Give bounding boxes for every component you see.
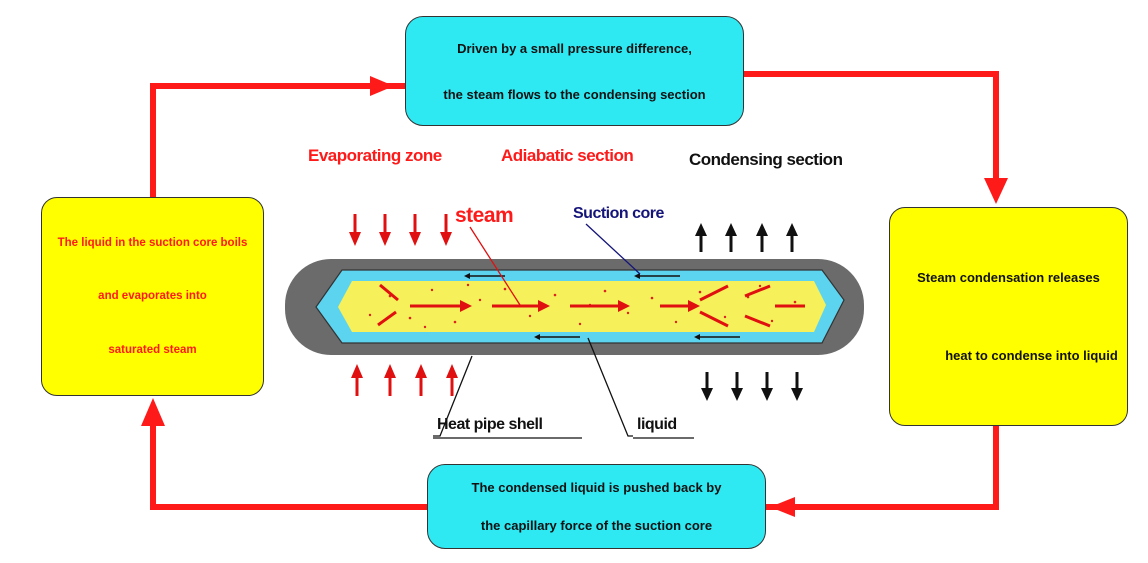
heat-output-arrows-bottom (701, 372, 803, 401)
adiabatic-section-label: Adiabatic section (501, 146, 634, 165)
evaporation-note: The liquid in the suction core boils and… (41, 197, 264, 396)
loop-bottom-left (150, 410, 427, 510)
heat-pipe (285, 259, 864, 355)
heat-output-arrows-top (695, 223, 798, 252)
condensation-line2: heat to condense into liquid (945, 348, 1118, 364)
heat-input-arrows-top (349, 214, 452, 246)
suction-core-leader (585, 223, 641, 275)
leader-lines (433, 223, 641, 437)
condensation-note: Steam condensation releases heat to cond… (889, 207, 1128, 426)
liquid-return-arrows (464, 273, 740, 340)
liquid-leader (587, 337, 633, 437)
steam-leader (469, 226, 521, 306)
shell-leader (433, 355, 473, 437)
heat-pipe-shell-label: Heat pipe shell (437, 416, 543, 433)
cycle-arrowheads (141, 76, 1008, 517)
evaporation-line3: saturated steam (108, 344, 197, 357)
evaporating-zone-label: Evaporating zone (308, 146, 442, 165)
vapor-flow-arrows (377, 283, 805, 328)
pressure-flow-line1: Driven by a small pressure difference, (457, 40, 692, 56)
pressure-flow-line2: the steam flows to the condensing sectio… (443, 86, 706, 102)
capillary-line2: the capillary force of the suction core (480, 517, 713, 533)
cycle-loop (150, 71, 999, 510)
arrowhead-right-icon (370, 76, 394, 96)
loop-top-left (150, 83, 405, 197)
arrowhead-left-icon (770, 497, 795, 517)
evaporation-line1: The liquid in the suction core boils (57, 236, 248, 249)
arrowhead-up-icon (141, 398, 165, 426)
loop-bottom-right (766, 426, 999, 510)
steam-label: steam (455, 204, 514, 227)
liquid-label: liquid (637, 416, 677, 433)
heat-input-arrows-bottom (351, 364, 458, 396)
arrowhead-down-icon (984, 178, 1008, 204)
capillary-return-note: The condensed liquid is pushed back by t… (427, 464, 766, 549)
suction-core-label: Suction core (573, 205, 664, 222)
loop-top-right (744, 71, 999, 190)
condensing-section-label: Condensing section (689, 150, 843, 169)
condensation-line1: Steam condensation releases (917, 269, 1100, 285)
pressure-flow-note: Driven by a small pressure difference, t… (405, 16, 744, 126)
capillary-line1: The condensed liquid is pushed back by (471, 480, 722, 496)
evaporation-line2: and evaporates into (98, 290, 207, 303)
